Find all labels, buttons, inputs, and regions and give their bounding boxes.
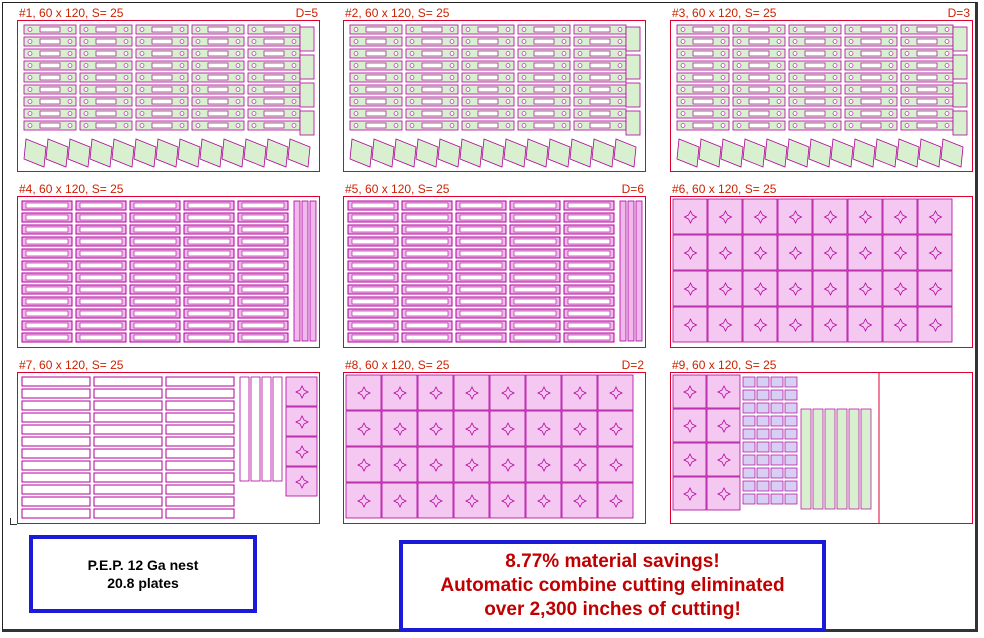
panel-1-drop-count: D=5 [295, 6, 318, 20]
nest-sheet-7 [17, 372, 320, 524]
nest-sheet-6 [670, 196, 973, 348]
nest-sheet-1 [17, 20, 320, 172]
panel-4-label: #4, 60 x 120, S= 25 [19, 182, 124, 196]
savings-percent-text: 8.77% material savings! [505, 551, 720, 572]
panel-6-label: #6, 60 x 120, S= 25 [672, 182, 777, 196]
nest-sheet-5 [343, 196, 646, 348]
panel-3-label: #3, 60 x 120, S= 25 [672, 6, 777, 20]
nest-sheet-2 [343, 20, 646, 172]
savings-callout-box: 8.77% material savings! Automatic combin… [399, 540, 826, 632]
nest-sheet-8 [343, 372, 646, 524]
nest-sheet-9 [670, 372, 973, 524]
origin-marker [10, 518, 17, 525]
savings-inches-text: over 2,300 inches of cutting! [484, 599, 741, 620]
nest-material-label: P.E.P. 12 Ga nest [87, 557, 199, 573]
panel-3-drop-count: D=3 [947, 6, 970, 20]
panel-8-drop-count: D=2 [621, 358, 644, 372]
panel-1-label: #1, 60 x 120, S= 25 [19, 6, 124, 20]
panel-9-label: #9, 60 x 120, S= 25 [672, 358, 777, 372]
panel-8-label: #8, 60 x 120, S= 25 [345, 358, 450, 372]
nest-sheet-3 [670, 20, 973, 172]
panel-5-label: #5, 60 x 120, S= 25 [345, 182, 450, 196]
panel-7-label: #7, 60 x 120, S= 25 [19, 358, 124, 372]
panel-2-label: #2, 60 x 120, S= 25 [345, 6, 450, 20]
panel-5-drop-count: D=6 [621, 182, 644, 196]
nest-sheet-4 [17, 196, 320, 348]
savings-combine-text: Automatic combine cutting eliminated [440, 575, 785, 596]
nest-plate-count: 20.8 plates [107, 575, 179, 591]
nest-summary-box: P.E.P. 12 Ga nest 20.8 plates [29, 535, 257, 613]
